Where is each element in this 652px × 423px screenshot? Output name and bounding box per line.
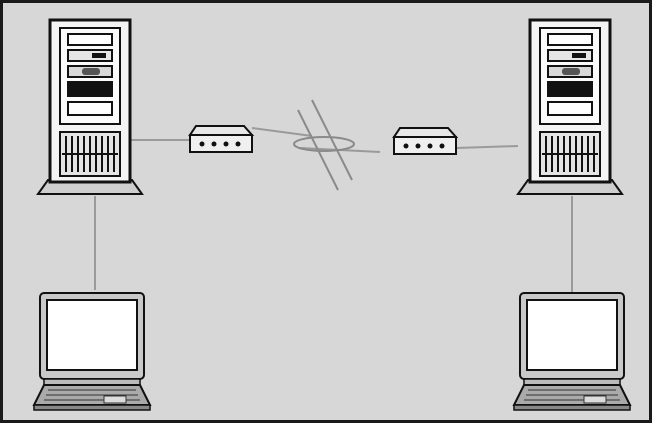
- laptop-icon: [514, 293, 630, 410]
- network-router-icon: [190, 126, 252, 152]
- server-tower-icon: [38, 20, 142, 194]
- server-tower-icon: [518, 20, 622, 194]
- network-router-icon: [394, 128, 456, 154]
- laptop-icon: [34, 293, 150, 410]
